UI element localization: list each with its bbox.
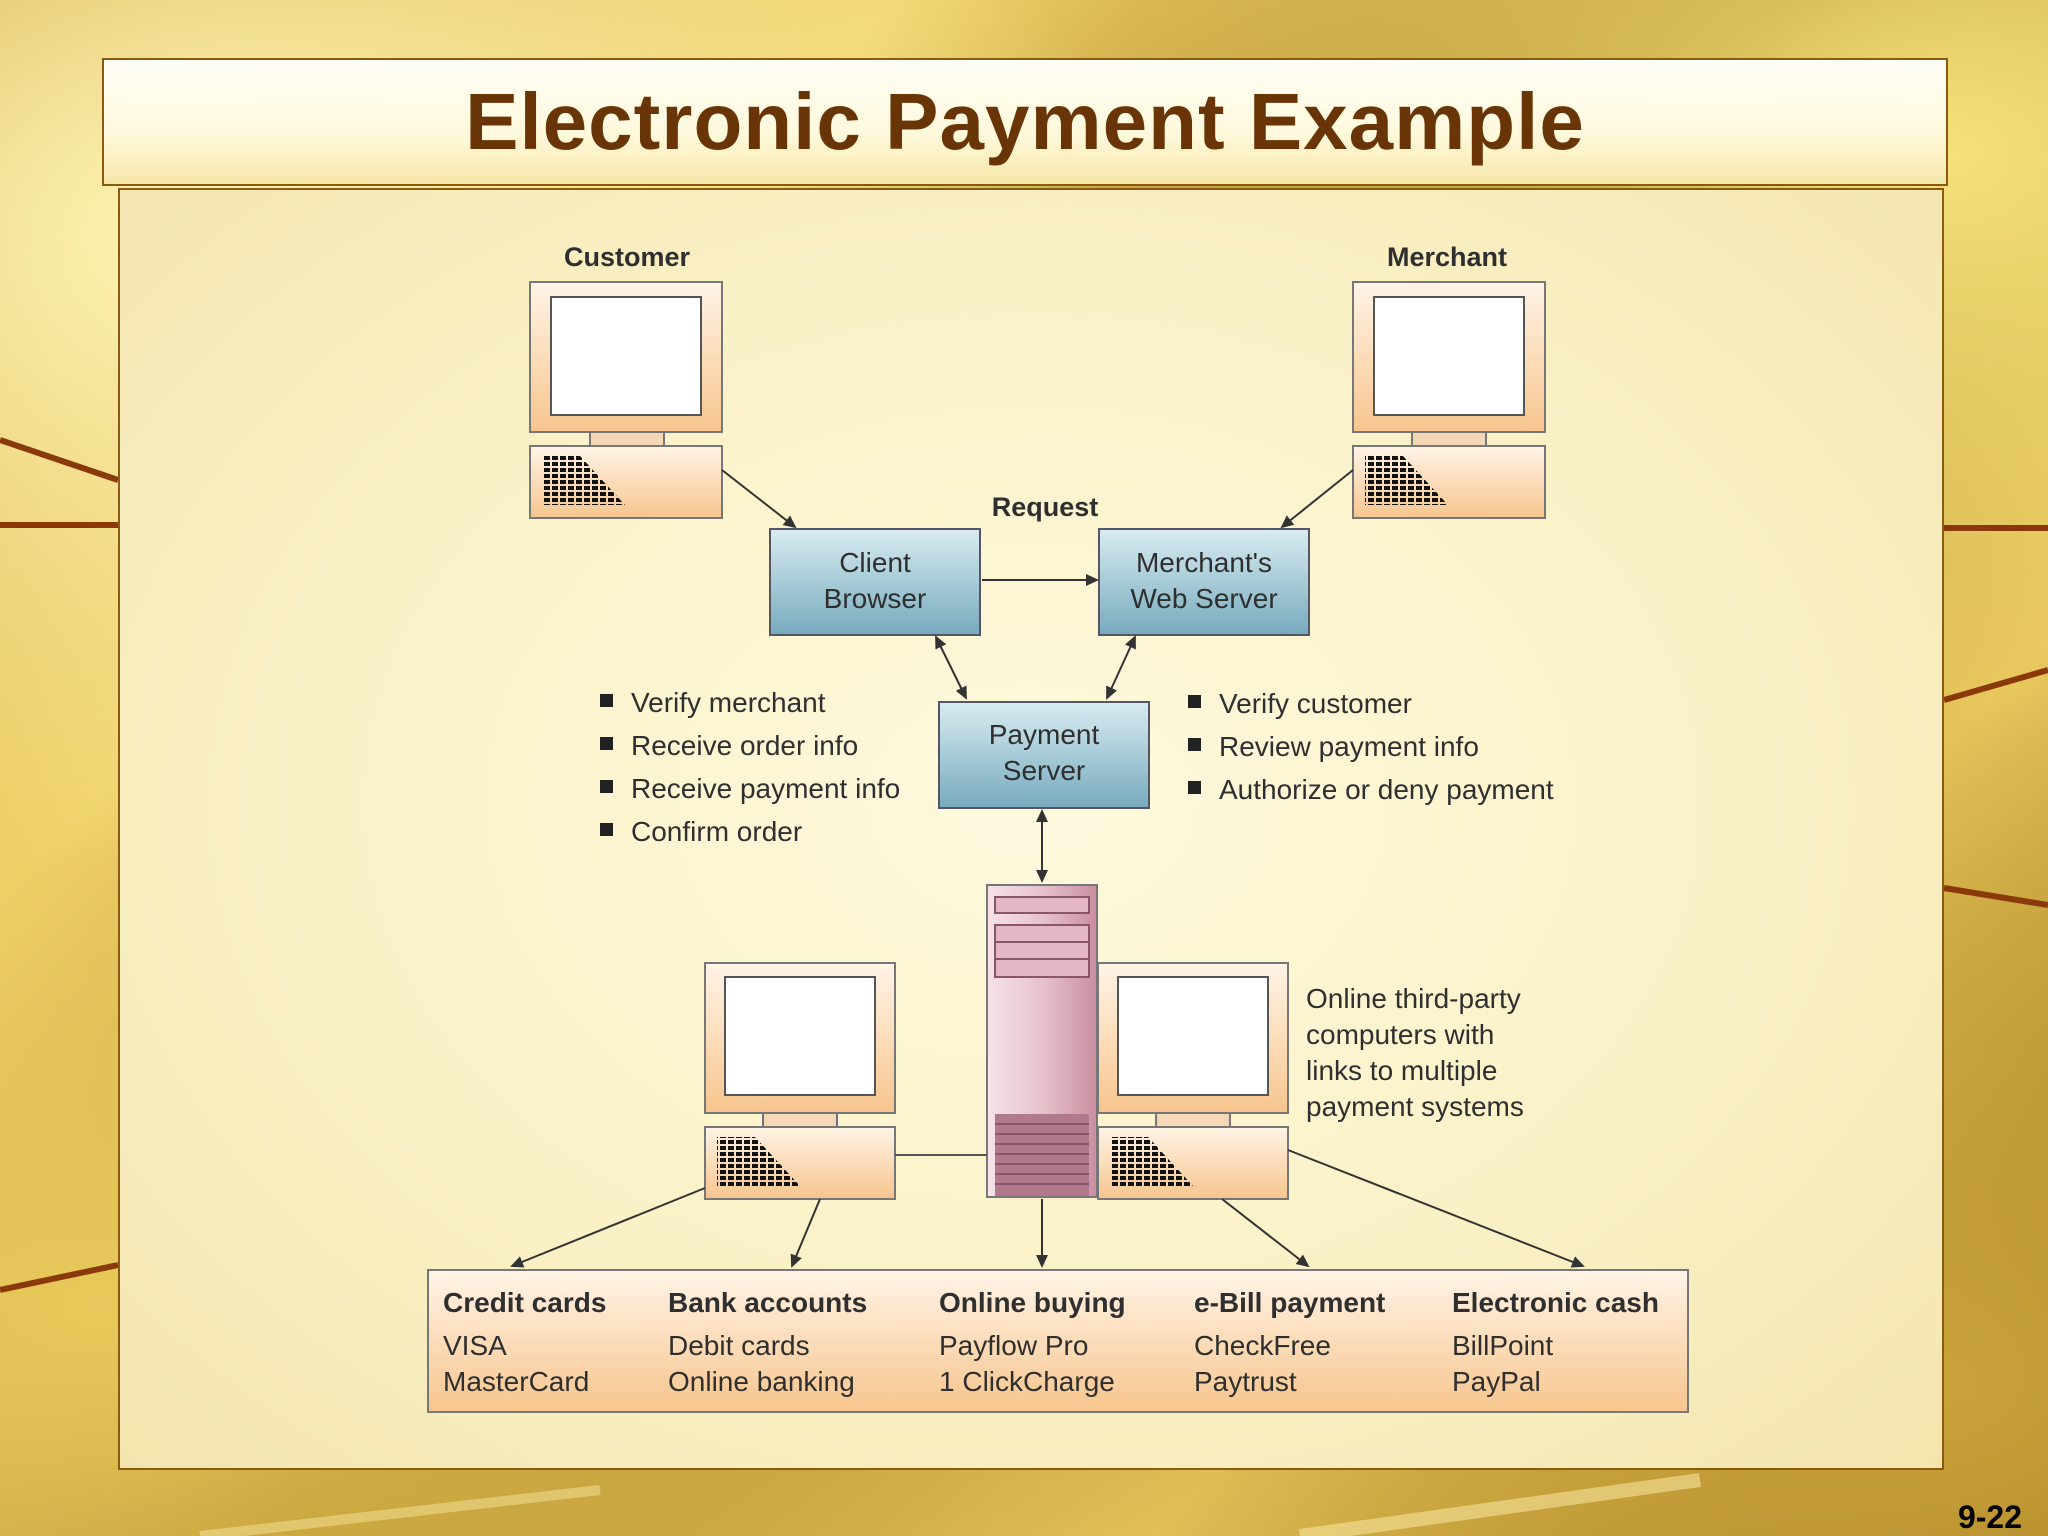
ps-header-bank: Bank accounts bbox=[668, 1287, 867, 1318]
ps-header-credit: Credit cards bbox=[443, 1287, 606, 1318]
server-tower-icon bbox=[986, 884, 1098, 1198]
arrow-merchant-to-server bbox=[1280, 469, 1354, 529]
request-label: Request bbox=[992, 492, 1099, 522]
merchant-label: Merchant bbox=[1387, 242, 1507, 272]
ps-item-ebill-1: CheckFree bbox=[1194, 1330, 1331, 1361]
diagram-panel bbox=[118, 188, 1944, 1470]
arrow-webserver-payment bbox=[1106, 635, 1136, 700]
arrow-to-bank-accounts bbox=[790, 1198, 821, 1268]
client-browser-line2: Browser bbox=[824, 583, 927, 614]
thirdparty-computer-left-icon bbox=[704, 962, 896, 1200]
left-bullet-2: Receive order info bbox=[631, 730, 858, 761]
thirdparty-note: Online third-party computers with links … bbox=[1306, 983, 1524, 1122]
ps-item-ebill-2: Paytrust bbox=[1194, 1366, 1297, 1397]
slide-title: Electronic Payment Example bbox=[465, 77, 1585, 166]
payment-server-line2: Server bbox=[1003, 755, 1085, 786]
payment-server-box: Payment Server bbox=[938, 701, 1150, 809]
ps-item-credit-1: VISA bbox=[443, 1330, 507, 1361]
left-bullet-4: Confirm order bbox=[631, 816, 802, 847]
ps-header-ebill: e-Bill payment bbox=[1194, 1287, 1385, 1318]
right-bullet-2: Review payment info bbox=[1219, 731, 1479, 762]
left-bullet-3: Receive payment info bbox=[631, 773, 900, 804]
ps-item-bank-2: Online banking bbox=[668, 1366, 855, 1397]
customer-label: Customer bbox=[564, 242, 691, 272]
ps-header-online: Online buying bbox=[939, 1287, 1126, 1318]
right-bullet-1: Verify customer bbox=[1219, 688, 1412, 719]
ps-item-online-1: Payflow Pro bbox=[939, 1330, 1088, 1361]
ps-item-credit-2: MasterCard bbox=[443, 1366, 589, 1397]
payment-server-line1: Payment bbox=[989, 719, 1100, 750]
merchant-server-line2: Web Server bbox=[1130, 583, 1277, 614]
ps-item-online-2: 1 ClickCharge bbox=[939, 1366, 1115, 1397]
merchant-computer-icon bbox=[1352, 281, 1546, 519]
right-bullet-list: Verify customer Review payment info Auth… bbox=[1188, 688, 1554, 805]
ps-item-ecash-1: BillPoint bbox=[1452, 1330, 1553, 1361]
slide-number: 9-22 bbox=[1957, 1499, 2022, 1535]
left-bullet-list: Verify merchant Receive order info Recei… bbox=[600, 687, 900, 847]
customer-computer-icon bbox=[529, 281, 723, 519]
note-line-3: links to multiple bbox=[1306, 1055, 1497, 1086]
merchant-server-line1: Merchant's bbox=[1136, 547, 1272, 578]
note-line-4: payment systems bbox=[1306, 1091, 1524, 1122]
arrow-to-ebill bbox=[1221, 1198, 1310, 1268]
arrow-to-electronic-cash bbox=[1287, 1149, 1585, 1268]
arrow-browser-payment bbox=[935, 635, 967, 700]
ps-header-ecash: Electronic cash bbox=[1452, 1287, 1659, 1318]
note-line-2: computers with bbox=[1306, 1019, 1494, 1050]
title-bar: Electronic Payment Example bbox=[102, 58, 1948, 186]
arrow-customer-to-browser bbox=[721, 469, 797, 529]
client-browser-line1: Client bbox=[839, 547, 911, 578]
note-line-1: Online third-party bbox=[1306, 983, 1521, 1014]
ps-item-bank-1: Debit cards bbox=[668, 1330, 810, 1361]
ps-item-ecash-2: PayPal bbox=[1452, 1366, 1541, 1397]
client-browser-box: Client Browser bbox=[769, 528, 981, 636]
payment-systems-box: Credit cards VISA MasterCard Bank accoun… bbox=[427, 1269, 1689, 1413]
merchant-web-server-box: Merchant's Web Server bbox=[1098, 528, 1310, 636]
right-bullet-3: Authorize or deny payment bbox=[1219, 774, 1554, 805]
left-bullet-1: Verify merchant bbox=[631, 687, 826, 718]
thirdparty-computer-right-icon bbox=[1097, 962, 1289, 1200]
arrow-to-credit-cards bbox=[510, 1187, 706, 1268]
